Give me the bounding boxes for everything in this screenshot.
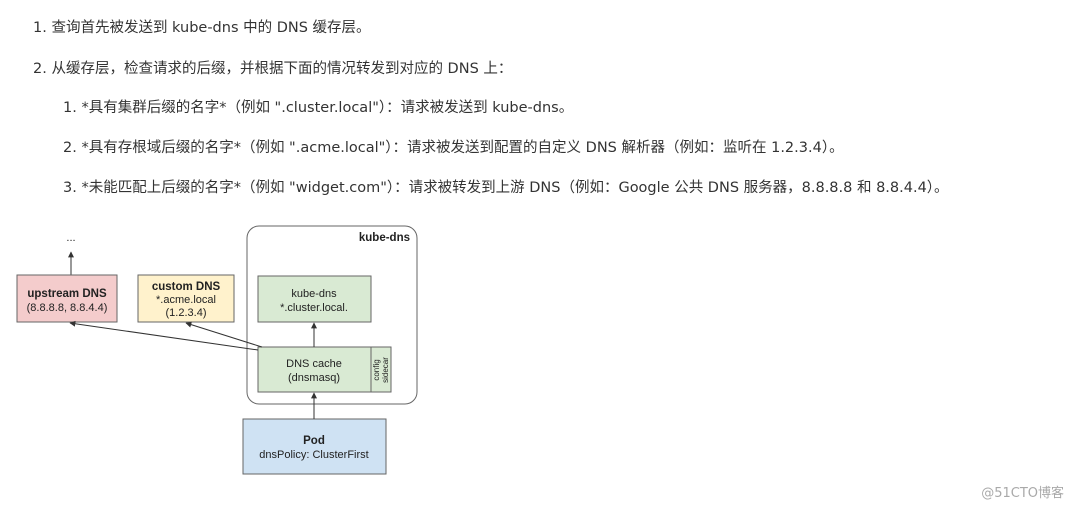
watermark: @51CTO博客	[981, 486, 1064, 501]
list-number: 2.	[33, 61, 47, 77]
pod-detail: dnsPolicy: ClusterFirst	[259, 449, 368, 461]
config-sidecar-box	[370, 346, 392, 393]
list-item-2: 2. 从缓存层，检查请求的后缀，并根据下面的情况转发到对应的 DNS 上：	[33, 59, 512, 79]
sidecar-line1: config	[372, 359, 381, 380]
kube-dns-box-line2: *.cluster.local.	[280, 302, 348, 314]
kube-dns-container-title: kube-dns	[359, 232, 410, 244]
sub-item-1: 1. *具有集群后缀的名字*（例如 ".cluster.local"）：请求被发…	[63, 98, 573, 118]
custom-dns-line1: *.acme.local	[156, 294, 216, 306]
kube-dns-box	[257, 275, 372, 323]
custom-dns-line2: (1.2.3.4)	[166, 307, 207, 319]
arrow-cache-to-upstream	[69, 320, 259, 351]
list-number: 3.	[63, 180, 77, 196]
upstream-dns-detail: (8.8.8.8, 8.8.4.4)	[27, 302, 108, 314]
list-item-1: 1. 查询首先被发送到 kube-dns 中的 DNS 缓存层。	[33, 18, 371, 38]
pod-box	[242, 418, 387, 475]
list-text: *未能匹配上后缀的名字*（例如 "widget.com"）：请求被转发到上游 D…	[81, 180, 949, 196]
list-text: *具有存根域后缀的名字*（例如 ".acme.local"）：请求被发送到配置的…	[81, 140, 844, 156]
sub-item-2: 2. *具有存根域后缀的名字*（例如 ".acme.local"）：请求被发送到…	[63, 138, 844, 158]
list-text: 查询首先被发送到 kube-dns 中的 DNS 缓存层。	[51, 20, 371, 36]
upstream-dns-title: upstream DNS	[27, 288, 107, 300]
sidecar-line2: sidecar	[381, 357, 390, 383]
list-number: 1.	[33, 20, 47, 36]
list-number: 1.	[63, 100, 77, 116]
ellipsis-text: ...	[66, 232, 75, 244]
dns-cache-line2: (dnsmasq)	[288, 372, 340, 384]
arrow-cache-to-custom	[185, 321, 263, 348]
custom-dns-title: custom DNS	[152, 281, 221, 293]
list-number: 2.	[63, 140, 77, 156]
kube-dns-box-line1: kube-dns	[291, 288, 337, 300]
list-text: 从缓存层，检查请求的后缀，并根据下面的情况转发到对应的 DNS 上：	[51, 61, 513, 77]
sub-item-3: 3. *未能匹配上后缀的名字*（例如 "widget.com"）：请求被转发到上…	[63, 178, 949, 198]
dns-cache-line1: DNS cache	[286, 358, 342, 370]
upstream-dns-box	[16, 274, 118, 323]
dns-cache-box	[257, 346, 372, 393]
pod-title: Pod	[303, 435, 325, 447]
list-text: *具有集群后缀的名字*（例如 ".cluster.local"）：请求被发送到 …	[81, 100, 574, 116]
